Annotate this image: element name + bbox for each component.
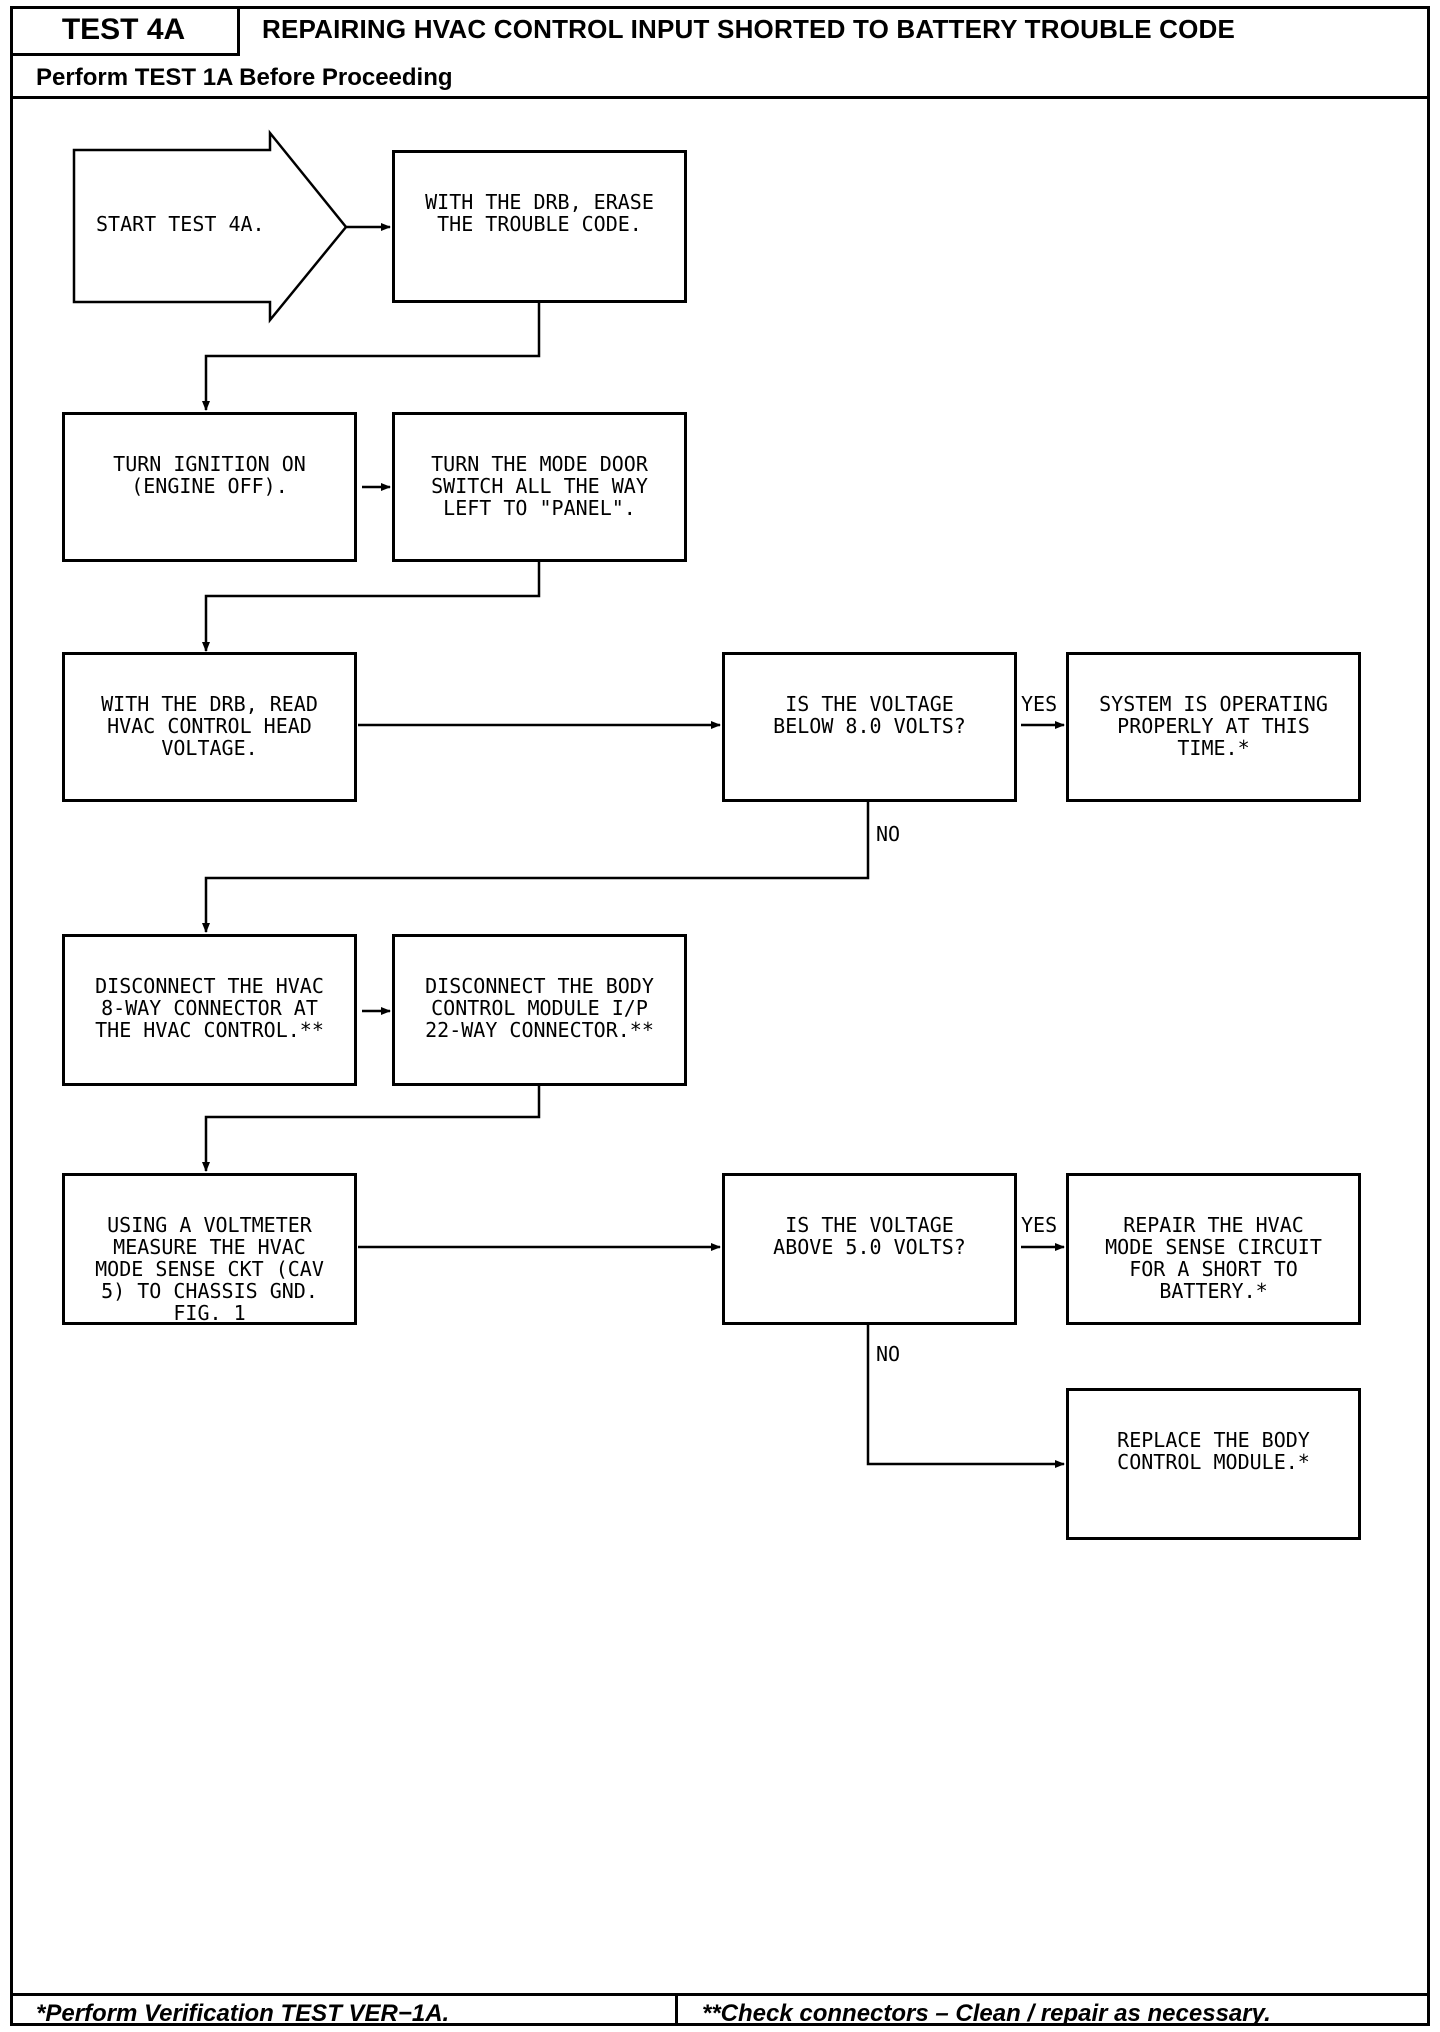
- footer-divider: [10, 1993, 1430, 1996]
- box-above-5-volts: IS THE VOLTAGE ABOVE 5.0 VOLTS?: [722, 1173, 1017, 1325]
- box-operating-properly: SYSTEM IS OPERATING PROPERLY AT THIS TIM…: [1066, 652, 1361, 802]
- connector-below8-no: [202, 802, 870, 933]
- footer-note-connectors: **Check connectors – Clean / repair as n…: [702, 2000, 1271, 2027]
- page-subtitle: Perform TEST 1A Before Proceeding: [36, 64, 453, 91]
- box-mode-door: TURN THE MODE DOOR SWITCH ALL THE WAY LE…: [392, 412, 687, 562]
- footer-vertical-divider: [675, 1993, 678, 2026]
- test-id: TEST 4A: [10, 6, 240, 56]
- start-arrow-shape: [72, 129, 348, 324]
- box-disconnect-hvac: DISCONNECT THE HVAC 8-WAY CONNECTOR AT T…: [62, 934, 357, 1086]
- page-frame: [10, 6, 1430, 2026]
- connector-above5-no: [866, 1324, 1065, 1468]
- ignition-on-text: TURN IGNITION ON (ENGINE OFF).: [113, 452, 306, 498]
- box-repair-short: REPAIR THE HVAC MODE SENSE CIRCUIT FOR A…: [1066, 1173, 1361, 1325]
- box-ignition-on: TURN IGNITION ON (ENGINE OFF).: [62, 412, 357, 562]
- box-disconnect-bcm: DISCONNECT THE BODY CONTROL MODULE I/P 2…: [392, 934, 687, 1086]
- operating-properly-text: SYSTEM IS OPERATING PROPERLY AT THIS TIM…: [1099, 692, 1328, 760]
- voltmeter-text: USING A VOLTMETER MEASURE THE HVAC MODE …: [95, 1213, 324, 1325]
- box-erase-code: WITH THE DRB, ERASE THE TROUBLE CODE.: [392, 150, 687, 303]
- footer-note-verification: *Perform Verification TEST VER−1A.: [36, 2000, 450, 2027]
- above-5-volts-text: IS THE VOLTAGE ABOVE 5.0 VOLTS?: [773, 1213, 966, 1259]
- repair-short-text: REPAIR THE HVAC MODE SENSE CIRCUIT FOR A…: [1105, 1213, 1322, 1303]
- below-8-volts-text: IS THE VOLTAGE BELOW 8.0 VOLTS?: [773, 692, 966, 738]
- box-voltmeter: USING A VOLTMETER MEASURE THE HVAC MODE …: [62, 1173, 357, 1325]
- box-below-8-volts: IS THE VOLTAGE BELOW 8.0 VOLTS?: [722, 652, 1017, 802]
- disconnect-bcm-text: DISCONNECT THE BODY CONTROL MODULE I/P 2…: [425, 974, 654, 1042]
- read-voltage-text: WITH THE DRB, READ HVAC CONTROL HEAD VOL…: [101, 692, 318, 760]
- disconnect-hvac-text: DISCONNECT THE HVAC 8-WAY CONNECTOR AT T…: [95, 974, 324, 1042]
- connector-mode-read: [202, 562, 541, 652]
- start-test-label: START TEST 4A.: [96, 212, 265, 236]
- yes-label-1: YES: [1021, 692, 1058, 716]
- no-label-2: NO: [876, 1342, 901, 1366]
- replace-bcm-text: REPLACE THE BODY CONTROL MODULE.*: [1117, 1428, 1310, 1474]
- page-title: REPAIRING HVAC CONTROL INPUT SHORTED TO …: [262, 14, 1236, 44]
- erase-code-text: WITH THE DRB, ERASE THE TROUBLE CODE.: [425, 190, 654, 236]
- connector-erase-ignition: [202, 303, 541, 411]
- mode-door-text: TURN THE MODE DOOR SWITCH ALL THE WAY LE…: [431, 452, 648, 520]
- connector-bcm-voltmeter: [202, 1086, 541, 1172]
- yes-label-2: YES: [1021, 1213, 1058, 1237]
- box-replace-bcm: REPLACE THE BODY CONTROL MODULE.*: [1066, 1388, 1361, 1540]
- box-read-voltage: WITH THE DRB, READ HVAC CONTROL HEAD VOL…: [62, 652, 357, 802]
- no-label-1: NO: [876, 822, 901, 846]
- header-divider: [10, 96, 1430, 99]
